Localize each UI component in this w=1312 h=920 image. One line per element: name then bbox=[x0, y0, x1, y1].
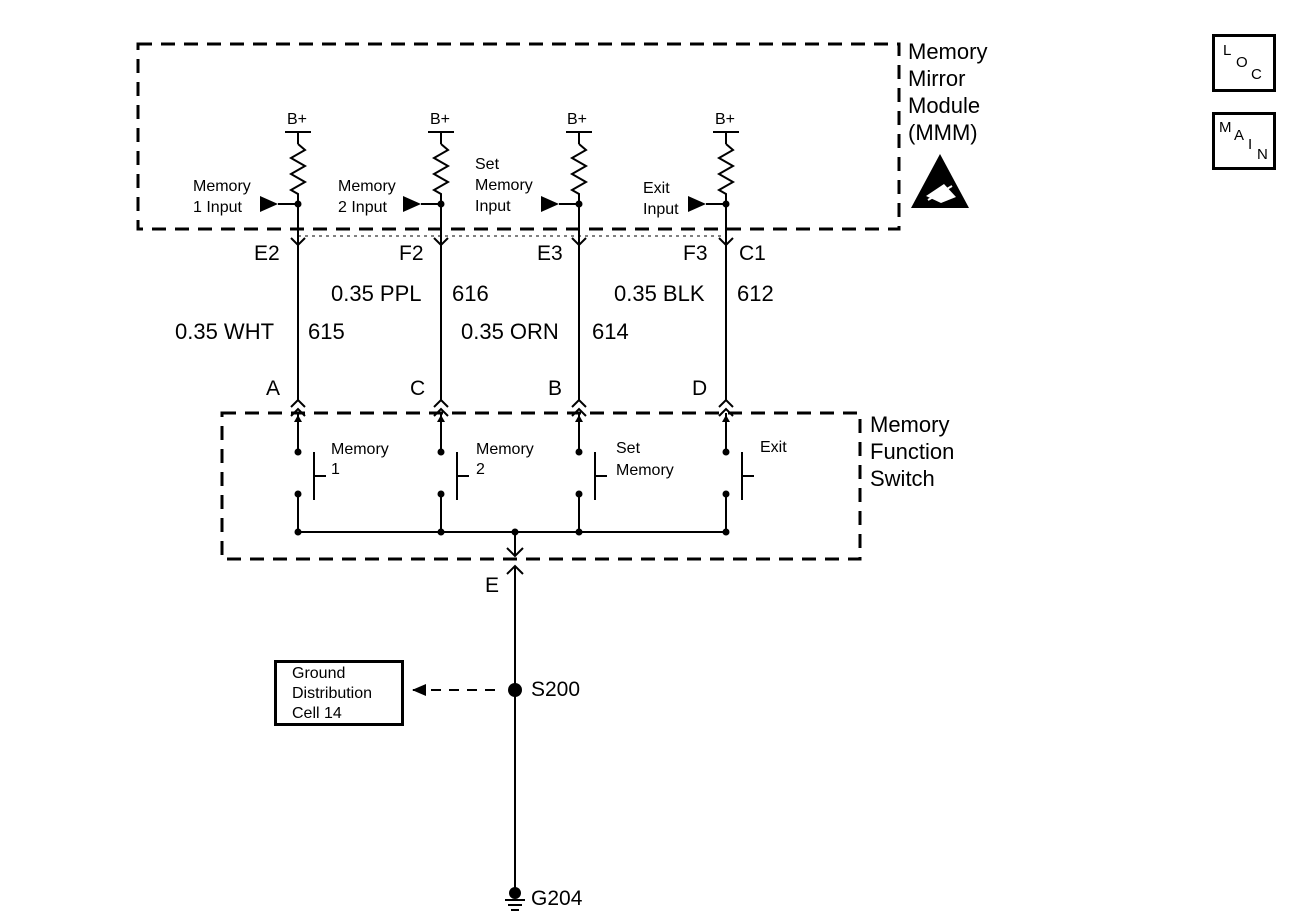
memory-2-switch-connector-lower bbox=[433, 407, 449, 417]
switch-pin-d: D bbox=[692, 377, 708, 400]
b-plus-label: B+ bbox=[715, 111, 736, 128]
exit-switch-arrow bbox=[722, 415, 730, 422]
main-letter: M bbox=[1219, 119, 1232, 136]
set-memory-switch-arrow bbox=[575, 415, 583, 422]
switch-pin-c: C bbox=[410, 377, 426, 400]
wire-color-label: 0.35 WHT bbox=[175, 319, 275, 344]
ground-ref-arrow bbox=[412, 684, 426, 696]
loc-letter: L bbox=[1223, 42, 1232, 59]
switch-boundary bbox=[220, 411, 862, 561]
memory-2-switch-connector-upper bbox=[433, 398, 449, 408]
module-pin-e2: E2 bbox=[254, 242, 280, 265]
exit-input-label: Exit Input bbox=[643, 180, 679, 218]
module-pin-e3: E3 bbox=[537, 242, 563, 265]
ground-symbol bbox=[505, 887, 525, 911]
loc-letter: C bbox=[1251, 66, 1262, 83]
wire-circuit-label: 616 bbox=[452, 281, 489, 306]
b-plus-label: B+ bbox=[287, 111, 308, 128]
set-memory-switch-connector-lower bbox=[571, 407, 587, 417]
memory-2-switch-contact-top bbox=[437, 448, 445, 456]
ground-label: G204 bbox=[531, 887, 583, 910]
main-letter: A bbox=[1234, 127, 1245, 144]
memory-1-switch-connector-lower bbox=[290, 407, 306, 417]
memory-1-pullup-resistor bbox=[288, 143, 308, 245]
memory-2-switch-label: Memory 2 bbox=[476, 441, 534, 478]
loc-letter: O bbox=[1236, 54, 1248, 71]
splice-label: S200 bbox=[531, 678, 581, 701]
exit-pullup-resistor bbox=[716, 143, 736, 245]
wire-color-label: 0.35 PPL bbox=[331, 281, 422, 306]
switch-pin-a: A bbox=[266, 377, 281, 400]
wire-circuit-label: 612 bbox=[737, 281, 774, 306]
ground-ref-line: Ground bbox=[292, 665, 346, 682]
set-memory-switch-contact-top bbox=[575, 448, 583, 456]
main-letter: I bbox=[1248, 136, 1253, 153]
ground-ref-line: Distribution bbox=[292, 685, 373, 702]
memory-1-switch-arrow bbox=[294, 415, 302, 422]
ground-ref-line: Cell 14 bbox=[292, 705, 342, 722]
switch-pin-b: B bbox=[548, 377, 563, 400]
set-memory-input-label: Set Memory Input bbox=[475, 156, 533, 215]
esd-warning-icon bbox=[911, 154, 969, 208]
main-icon[interactable]: M A I N bbox=[1212, 112, 1276, 170]
exit-switch-contact-top bbox=[722, 448, 730, 456]
memory-1-input-label: Memory 1 Input bbox=[193, 178, 251, 216]
wire-color-label: 0.35 BLK bbox=[614, 281, 705, 306]
wire-circuit-label: 614 bbox=[592, 319, 629, 344]
set-memory-switch-connector-upper bbox=[571, 398, 587, 408]
loc-icon[interactable]: L O C bbox=[1212, 34, 1276, 92]
mmm-boundary bbox=[136, 42, 901, 231]
wire-circuit-label: 615 bbox=[308, 319, 345, 344]
memory-1-switch-label: Memory 1 bbox=[331, 441, 389, 478]
exit-switch-connector-lower bbox=[718, 407, 734, 417]
module-pin-f3: F3 bbox=[683, 242, 708, 265]
exit-switch-label: Exit bbox=[760, 439, 787, 456]
ground-distribution-reference[interactable]: Ground Distribution Cell 14 bbox=[274, 660, 404, 726]
module-pin-c1: C1 bbox=[739, 242, 766, 265]
memory-2-input-label: Memory 2 Input bbox=[338, 178, 396, 216]
switch-title: Memory Function Switch bbox=[870, 412, 955, 491]
exit-switch-connector-upper bbox=[718, 398, 734, 408]
mmm-title: Memory Mirror Module (MMM) bbox=[908, 39, 988, 145]
memory-1-switch-contact-top bbox=[294, 448, 302, 456]
set-memory-pullup-resistor bbox=[569, 143, 589, 245]
memory-2-switch-arrow bbox=[437, 415, 445, 422]
memory-2-pullup-resistor bbox=[431, 143, 451, 245]
splice-s200-dot bbox=[508, 683, 522, 697]
b-plus-label: B+ bbox=[567, 111, 588, 128]
main-letter: N bbox=[1257, 146, 1268, 163]
wire-color-label: 0.35 ORN bbox=[461, 319, 559, 344]
switch-ground-pin-e: E bbox=[485, 574, 500, 597]
b-plus-label: B+ bbox=[430, 111, 451, 128]
module-pin-f2: F2 bbox=[399, 242, 424, 265]
set-memory-switch-label: Set Memory bbox=[616, 440, 674, 479]
memory-1-switch-connector-upper bbox=[290, 398, 306, 408]
